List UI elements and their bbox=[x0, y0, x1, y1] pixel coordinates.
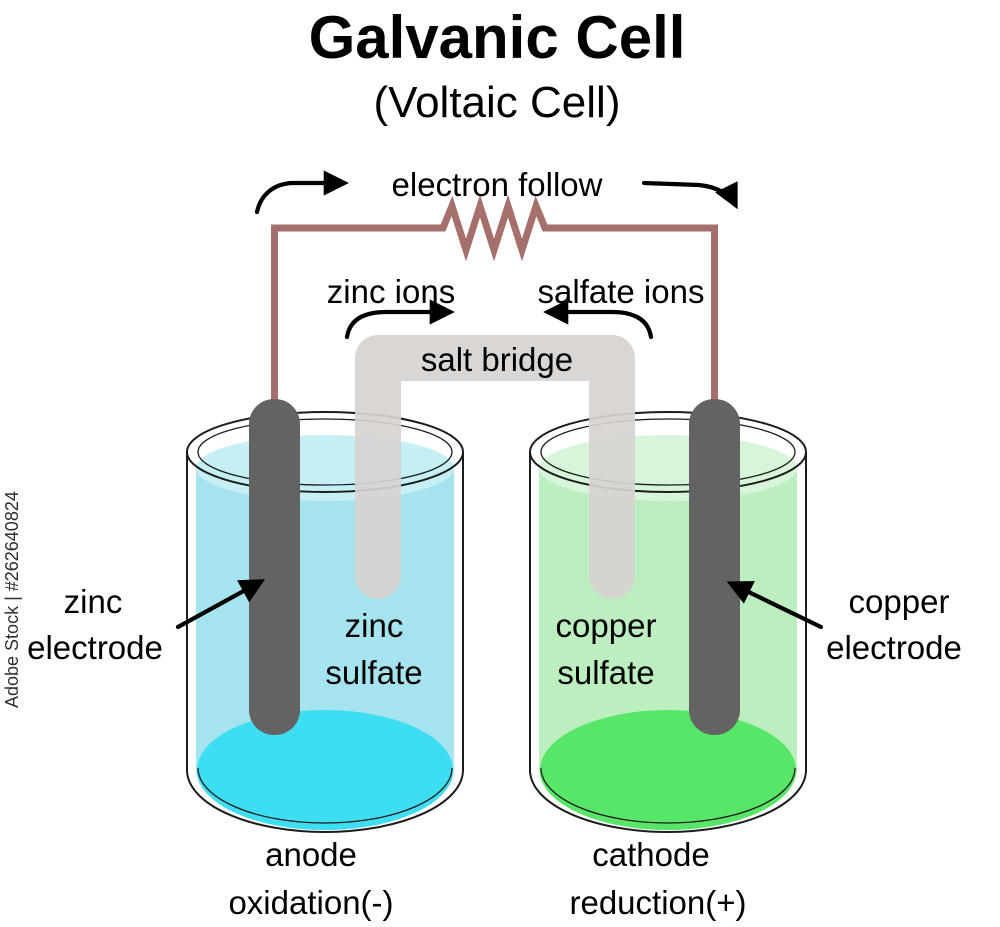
zinc-sulfate-label-line2: sulfate bbox=[325, 654, 422, 691]
right-beaker-rim-inner bbox=[540, 418, 796, 486]
sulfate-ions-arrow bbox=[543, 299, 654, 340]
zinc-sulfate-solution-bottom bbox=[197, 710, 453, 830]
electron-flow-label: electron follow bbox=[392, 166, 603, 203]
anode-caption-line2: oxidation(-) bbox=[228, 884, 393, 921]
page-subtitle: (Voltaic Cell) bbox=[374, 78, 621, 127]
page-title: Galvanic Cell bbox=[309, 4, 686, 71]
right-beaker-bottom bbox=[529, 769, 807, 833]
left-beaker bbox=[186, 411, 464, 833]
copper-electrode-label-line2: electrode bbox=[826, 629, 962, 666]
zinc-ions-arrow bbox=[344, 299, 455, 340]
salt-bridge-label: salt bridge bbox=[421, 341, 573, 378]
electron-flow-arrow-left bbox=[254, 170, 349, 215]
left-beaker-rim-inner bbox=[197, 418, 453, 486]
zinc-electrode-arrow bbox=[175, 579, 266, 630]
zinc-electrode bbox=[249, 399, 300, 735]
watermark-text: Adobe Stock | #262640824 bbox=[2, 491, 22, 708]
electron-flow-arrow-right bbox=[641, 180, 738, 210]
copper-electrode-arrow bbox=[726, 581, 824, 630]
zinc-sulfate-label-line1: zinc bbox=[345, 607, 404, 644]
left-beaker-bottom-inner bbox=[197, 767, 453, 824]
cathode-caption-line1: cathode bbox=[592, 836, 709, 873]
zinc-electrode-label-line2: electrode bbox=[27, 629, 163, 666]
zinc-electrode-label-line1: zinc bbox=[64, 583, 123, 620]
copper-electrode-label-line1: copper bbox=[849, 583, 950, 620]
right-beaker-rim-outer bbox=[529, 411, 807, 493]
sulfate-ions-label: salfate ions bbox=[538, 273, 705, 310]
copper-electrode bbox=[689, 399, 740, 735]
left-beaker-rim-outer bbox=[186, 411, 464, 493]
copper-sulfate-solution-bottom bbox=[540, 710, 796, 830]
left-beaker-bottom bbox=[186, 769, 464, 833]
cathode-caption-line2: reduction(+) bbox=[569, 884, 746, 921]
salt-bridge-tube bbox=[355, 335, 635, 599]
zinc-ions-label: zinc ions bbox=[327, 273, 455, 310]
anode-caption-line1: anode bbox=[265, 836, 357, 873]
copper-sulfate-label-line2: sulfate bbox=[557, 654, 654, 691]
copper-sulfate-label-line1: copper bbox=[556, 607, 657, 644]
right-beaker-bottom-inner bbox=[540, 767, 796, 824]
circuit-wire-with-resistor bbox=[271, 194, 718, 418]
